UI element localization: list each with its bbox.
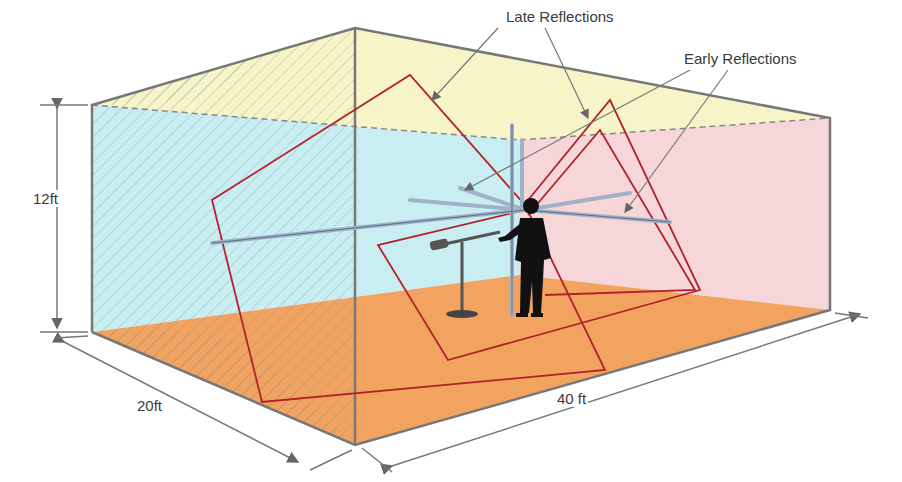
ray-cores: [212, 125, 670, 315]
dimension-label: 40 ft: [555, 390, 588, 407]
room-edges: [92, 28, 830, 445]
late-reflections: [212, 75, 700, 402]
dimension-label: 12ft: [31, 190, 60, 207]
person-silhouette: [498, 198, 551, 317]
microphone-stand: [429, 232, 500, 318]
early-reflections: [212, 125, 670, 315]
front-wall-hatch: [92, 28, 355, 445]
dimension-label: 20ft: [135, 397, 164, 414]
dimension-lines: [40, 105, 868, 472]
callout-label: Late Reflections: [504, 8, 616, 25]
callout-label: Early Reflections: [682, 50, 799, 67]
